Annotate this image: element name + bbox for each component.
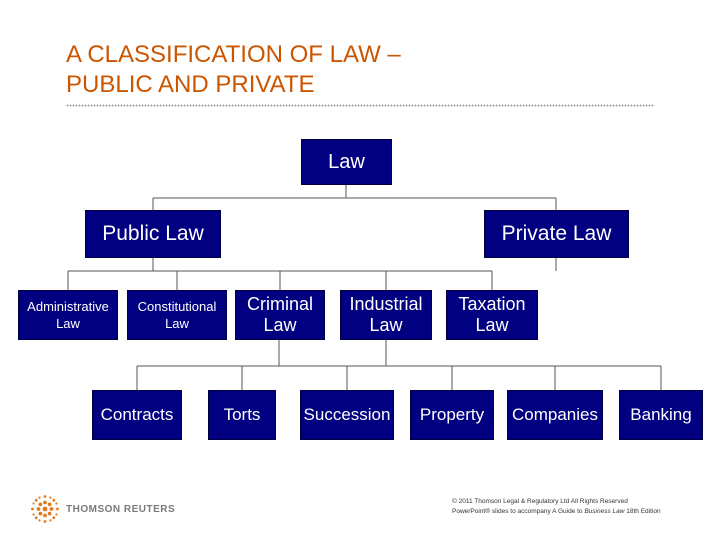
node-label-line2: Law <box>165 316 189 331</box>
node-label-line2: Law <box>475 315 509 335</box>
copyright-line-2: PowerPoint® slides to accompany A Guide … <box>452 507 661 517</box>
brand-name: THOMSON REUTERS <box>66 503 176 515</box>
node-private-law: Private Law <box>484 210 629 258</box>
node-constitutional-law: Constitutional Law <box>127 290 227 340</box>
node-property: Property <box>410 390 494 440</box>
node-public-law: Public Law <box>85 210 221 258</box>
node-label-line1: Administrative <box>27 299 109 314</box>
reuters-dot-logo-icon <box>31 495 59 523</box>
thomson-reuters-logo: THOMSON REUTERS <box>30 494 175 524</box>
node-label-line1: Taxation <box>458 294 526 314</box>
node-label-line1: Criminal <box>246 294 313 314</box>
title-divider <box>66 104 654 107</box>
node-administrative-law: Administrative Law <box>18 290 118 340</box>
node-torts: Torts <box>208 390 276 440</box>
title-line-2: PUBLIC AND PRIVATE <box>66 71 315 98</box>
copyright-line-2-prefix: PowerPoint® slides to accompany A Guide … <box>452 508 585 515</box>
node-contracts: Contracts <box>92 390 182 440</box>
node-taxation-law: Taxation Law <box>446 290 538 340</box>
node-label-line2: Law <box>369 315 403 335</box>
node-succession: Succession <box>300 390 394 440</box>
copyright-line-2-suffix: 18th Edition <box>624 508 661 515</box>
copyright-notice: © 2011 Thomson Legal & Regulatory Ltd Al… <box>452 497 661 517</box>
copyright-line-1: © 2011 Thomson Legal & Regulatory Ltd Al… <box>452 498 628 505</box>
node-industrial-law: Industrial Law <box>340 290 432 340</box>
node-label-line2: Law <box>263 315 297 335</box>
book-title: Business Law <box>584 508 625 515</box>
node-companies: Companies <box>507 390 603 440</box>
node-banking: Banking <box>619 390 703 440</box>
node-law: Law <box>301 139 392 185</box>
node-label-line2: Law <box>56 316 80 331</box>
slide-title: A CLASSIFICATION OF LAW – PUBLIC AND PRI… <box>66 40 401 100</box>
node-label-line1: Industrial <box>349 294 423 314</box>
node-label-line1: Constitutional <box>137 299 217 314</box>
node-criminal-law: Criminal Law <box>235 290 325 340</box>
title-line-1: A CLASSIFICATION OF LAW – <box>66 41 401 68</box>
